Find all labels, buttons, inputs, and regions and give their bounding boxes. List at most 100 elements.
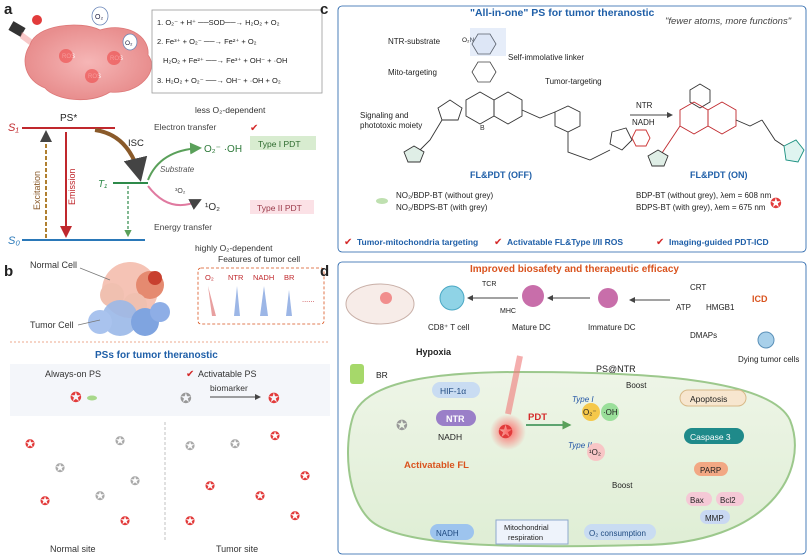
o2-label-2: O₂	[125, 40, 133, 47]
biomarker-label: biomarker	[210, 383, 248, 393]
substrate-highlight	[470, 28, 506, 56]
nadh-arrow-label: NADH	[632, 118, 655, 127]
mature-dc	[522, 285, 544, 307]
type1-label: Type I PDT	[258, 139, 301, 149]
features-box	[197, 267, 325, 325]
always-on-tail	[87, 395, 97, 401]
ps-off-star-d: ✪	[396, 417, 408, 433]
psts-title: PSs for tumor theranostic	[95, 350, 218, 361]
signaling-label: Signaling and	[360, 111, 408, 120]
normal-site-label: Normal site	[50, 544, 96, 554]
emission-label: Emission	[67, 168, 77, 205]
immature-dc-label: Immature DC	[588, 323, 636, 332]
check-3: ✔	[656, 237, 664, 248]
respiration-line1: Mitochondrial	[504, 523, 549, 532]
activatable-label: Activatable PS	[198, 369, 257, 379]
nadh-label-d: NADH	[438, 432, 462, 442]
ntr-label-d: NTR	[446, 414, 465, 424]
svg-text:✪: ✪	[25, 437, 35, 451]
tumor-targeting-label: Tumor-targeting	[545, 77, 602, 86]
tail-icon-c	[376, 198, 388, 204]
superoxide-label: O₂⁻ ·OH	[204, 144, 242, 155]
dying-label: Dying tumor cells	[738, 355, 799, 364]
panel-c-title: "All-in-one" PS for tumor theranostic	[470, 7, 655, 19]
o2-consumption-box	[584, 524, 656, 540]
singlet-o2-label: ¹O₂	[205, 202, 220, 213]
svg-text:✪: ✪	[230, 437, 240, 451]
svg-text:✪: ✪	[40, 494, 50, 508]
tumor-cell-label: Tumor Cell	[30, 320, 74, 330]
linker-label: Self-immolative linker	[508, 53, 584, 62]
feature-nadh: NADH	[253, 273, 274, 282]
panel-d-title: Improved biosafety and therapeutic effic…	[470, 264, 679, 275]
on-star: ✪	[268, 390, 280, 406]
mhc-label: MHC	[500, 308, 516, 315]
superoxide-ball	[582, 403, 600, 421]
off-star: ✪	[180, 390, 192, 406]
ntr-arrow-label: NTR	[636, 101, 653, 110]
reaction-2b: H₂O₂ + Fe²⁺ ──→ Fe³⁺ + OH⁻ + ·OH	[163, 56, 287, 65]
mature-dc-label: Mature DC	[512, 323, 551, 332]
isc-label: ISC	[128, 138, 144, 149]
parp-label: PARP	[700, 466, 721, 475]
energy-transfer-label: Energy transfer	[154, 222, 212, 232]
panel-letter-b: b	[4, 263, 13, 280]
tumor-site-scatter: ✪✪ ✪✪ ✪✪ ✪✪	[185, 429, 310, 528]
always-on-star: ✪	[70, 389, 82, 405]
less-o2-label: less O₂-dependent	[195, 105, 266, 115]
check-icon-b: ✔	[186, 369, 194, 380]
ntr-box	[436, 410, 476, 426]
ntr-substrate-label: NTR-substrate	[388, 37, 441, 46]
svg-text:✪: ✪	[300, 469, 310, 483]
quinone-methide	[631, 129, 651, 147]
superoxide-d: O₂⁻	[583, 408, 597, 417]
nadh-down-label: NADH	[436, 529, 459, 538]
probe-off-structure	[403, 91, 633, 163]
check-1: ✔	[344, 237, 352, 248]
svg-text:✪: ✪	[130, 474, 140, 488]
no2-label: O₂N	[462, 37, 475, 44]
panel-c-quote: "fewer atoms, more functions"	[665, 16, 792, 27]
triplet-o2-label: ³O₂	[175, 188, 186, 195]
respiration-box	[495, 519, 569, 545]
reactions-box	[151, 9, 323, 94]
pyridinium-ring	[471, 61, 497, 83]
ps-star-label: PS*	[60, 113, 77, 124]
panel-c: c "All-in-one" PS for tumor theranostic …	[320, 1, 807, 253]
laser-beam-d	[505, 355, 523, 415]
feature-3: Imaging-guided PDT-ICD	[669, 237, 769, 247]
excitation-label: Excitation	[32, 171, 42, 210]
svg-text:✪: ✪	[255, 489, 265, 503]
boost-label-1: Boost	[626, 381, 647, 390]
o2-label-1: O₂	[95, 14, 103, 21]
singlet-d: ¹O₂	[589, 448, 601, 457]
type2-path	[147, 185, 202, 210]
isc-arrow	[94, 128, 148, 182]
ps-glow	[490, 414, 526, 450]
feature-etc: ......	[302, 295, 315, 304]
reaction-1: 1. O₂⁻ + H⁺ ──SOD──→ H₂O₂ + O₂	[157, 18, 280, 27]
emission-1: BDP-BT (without grey), λem = 608 nm	[636, 191, 772, 200]
svg-text:✪: ✪	[120, 514, 130, 528]
hmgb1-label: HMGB1	[706, 303, 735, 312]
normal-cell-label: Normal Cell	[30, 260, 77, 270]
nadh-down-box	[430, 524, 474, 540]
type2-label: Type II PDT	[257, 203, 302, 213]
crt-label: CRT	[690, 283, 706, 292]
feature-ntr: NTR	[228, 273, 244, 282]
boost-label-2: Boost	[612, 481, 633, 490]
compound-2: NO₂/BDPS-BT (with grey)	[396, 203, 488, 212]
phototoxic-label: phototoxic moiety	[360, 121, 422, 130]
panel-d: d Improved biosafety and therapeutic eff…	[320, 261, 807, 555]
svg-text:✪: ✪	[270, 429, 280, 443]
feature-o2: O₂	[205, 273, 214, 282]
type1-path	[147, 142, 202, 181]
always-on-label: Always-on PS	[45, 369, 101, 379]
caspase-box	[684, 428, 744, 444]
ps-types-band	[10, 364, 330, 416]
o2-bubble-2	[122, 33, 138, 51]
type2-badge	[250, 200, 314, 214]
bcl2-box	[716, 492, 744, 506]
panel-letter-a: a	[4, 1, 13, 18]
